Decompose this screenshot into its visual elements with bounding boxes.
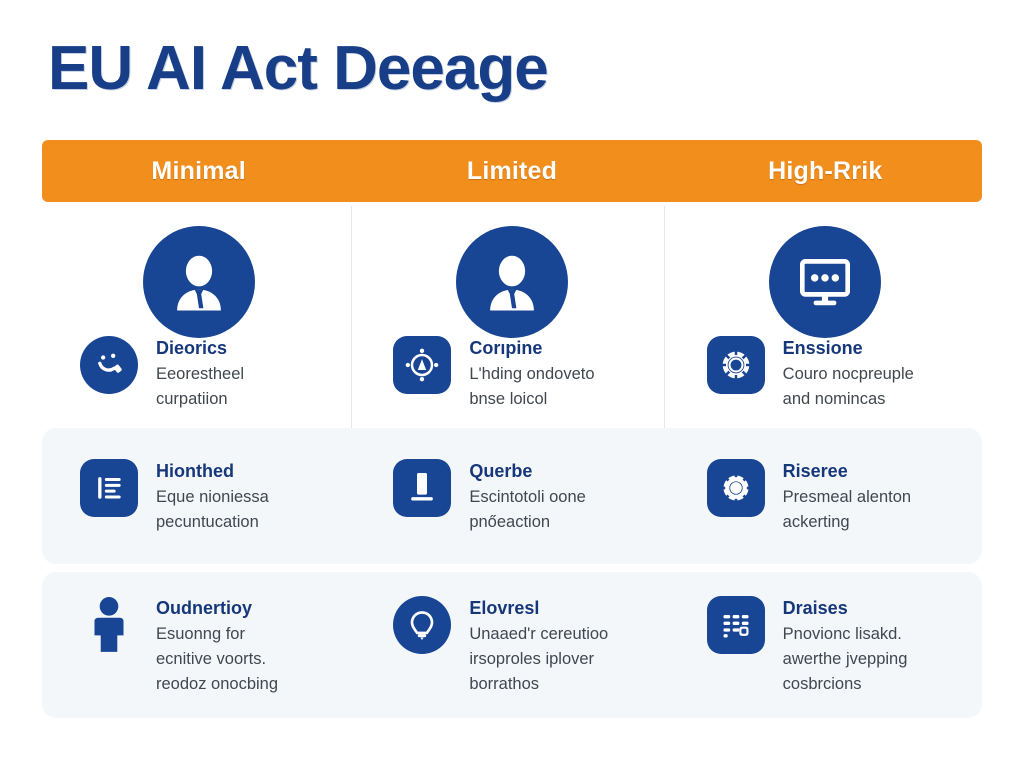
category-header-band: Minimal Limited High-Rrik <box>42 140 982 202</box>
feature-text: Corıpine L'hding ondoveto bnse loicol <box>469 334 594 412</box>
gear-settings-icon <box>706 336 765 394</box>
page-title: EU AI Act Deeage <box>48 34 549 103</box>
feature-title: Oudnertioy <box>156 597 253 618</box>
gear-cog-icon-wrap <box>705 457 767 519</box>
feature-cell-high-risk-2: Riseree Presmeal alenton ackerting <box>669 428 982 564</box>
hero-cell-limited <box>355 208 668 424</box>
feature-text: Enssione Couro nocpreuple and nomincas <box>783 334 914 412</box>
feature-title: Enssione <box>782 338 863 358</box>
compass-target-icon-wrap <box>391 334 453 396</box>
feature-cell-limited-2: Querbe Escintotoli oone pnőeaction <box>355 428 668 564</box>
feature-cell-limited-1: Corıpine L'hding ondoveto bnse loicol <box>355 334 668 412</box>
feature-description: Eeorestheel curpatiion <box>156 365 245 408</box>
feature-text: Oudnertioy Esuonng for ecnitive voorts. … <box>156 594 278 697</box>
feature-cell-high-risk-3: Draises Pnovionc lisakd. awerthe jveppin… <box>669 572 982 718</box>
feature-text: Riseree Presmeal alenton ackerting <box>783 457 911 535</box>
feature-description: Eque nioniessa pecuntucation <box>156 488 269 531</box>
feature-row-3: Oudnertioy Esuonng for ecnitive voorts. … <box>42 572 982 718</box>
feature-text: Draises Pnovionc lisakd. awerthe jveppin… <box>783 594 908 697</box>
column-divider-1 <box>351 206 352 558</box>
hero-icon-row <box>42 208 982 424</box>
document-list-icon-wrap <box>78 457 140 519</box>
magnifier-face-icon-wrap <box>78 334 140 396</box>
feature-description: Couro nocpreuple and nomincas <box>782 365 914 408</box>
feature-description: Escintotoli oone pnőeaction <box>469 488 586 531</box>
feature-text: Dieorics Eeorestheel curpatiion <box>156 334 244 412</box>
feature-title: Dieorics <box>156 338 228 358</box>
feature-description: Unaaed'r cereutioo irsoproles iplover bo… <box>469 624 609 693</box>
column-divider-2 <box>664 206 665 558</box>
content-grid: Dieorics Eeorestheel curpatiion <box>42 202 982 722</box>
feature-row-1: Dieorics Eeorestheel curpatiion <box>42 334 982 412</box>
upload-box-icon-wrap <box>391 457 453 519</box>
upload-box-icon <box>393 459 452 517</box>
person-figure-icon <box>80 594 138 656</box>
feature-cell-minimal-3: Oudnertioy Esuonng for ecnitive voorts. … <box>42 572 355 718</box>
feature-title: Riseree <box>782 461 848 481</box>
feature-description: Esuonng for ecnitive voorts. reodoz onoc… <box>156 624 279 693</box>
feature-title: Hionthed <box>156 461 234 481</box>
monitor-screen-icon <box>769 226 882 338</box>
feature-text: Hionthed Eque nioniessa pecuntucation <box>156 457 269 535</box>
compass-target-icon <box>393 336 452 394</box>
feature-text: Querbe Escintotoli oone pnőeaction <box>469 457 586 535</box>
gear-cog-icon <box>706 459 765 517</box>
feature-text: Elovresl Unaaed'r cereutioo irsoproles i… <box>469 594 608 697</box>
user-person-icon <box>142 226 255 338</box>
feature-description: Pnovionc lisakd. awerthe jvepping cosbrc… <box>782 624 908 693</box>
feature-title: Draises <box>782 597 848 618</box>
hero-cell-high-risk <box>669 208 982 424</box>
person-figure-icon-wrap <box>78 594 140 656</box>
lightbulb-idea-icon-wrap <box>391 594 453 656</box>
feature-description: L'hding ondoveto bnse loicol <box>469 365 595 408</box>
data-table-icon <box>706 595 765 654</box>
feature-cell-minimal-2: Hionthed Eque nioniessa pecuntucation <box>42 428 355 564</box>
feature-title: Elovresl <box>469 597 540 618</box>
column-header-minimal: Minimal <box>151 156 246 185</box>
user-person-icon <box>455 226 568 338</box>
feature-cell-high-risk-1: Enssione Couro nocpreuple and nomincas <box>669 334 982 412</box>
column-header-limited: Limited <box>466 156 558 185</box>
feature-description: Presmeal alenton ackerting <box>782 488 912 531</box>
column-header-high-risk: High-Rrik <box>768 156 883 185</box>
gear-settings-icon-wrap <box>705 334 767 396</box>
magnifier-face-icon <box>80 336 138 394</box>
feature-cell-minimal-1: Dieorics Eeorestheel curpatiion <box>42 334 355 412</box>
data-table-icon-wrap <box>705 594 767 656</box>
hero-cell-minimal <box>42 208 355 424</box>
document-list-icon <box>80 459 138 517</box>
feature-title: Corıpine <box>469 338 543 358</box>
feature-title: Querbe <box>469 461 533 481</box>
lightbulb-idea-icon <box>393 595 452 654</box>
feature-row-2: Hionthed Eque nioniessa pecuntucation <box>42 428 982 564</box>
feature-cell-limited-3: Elovresl Unaaed'r cereutioo irsoproles i… <box>355 572 668 718</box>
